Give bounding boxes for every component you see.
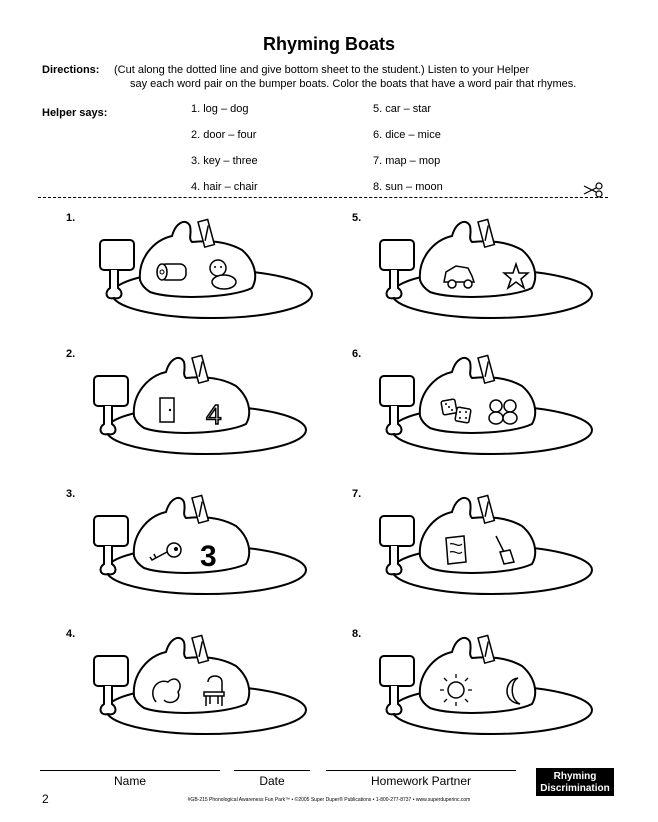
boat-number-8: 8. — [352, 628, 362, 640]
boat-number-6: 6. — [352, 348, 362, 360]
name-label: Name — [113, 774, 146, 788]
name-line[interactable] — [40, 770, 220, 771]
word-pair-1: 1. log – dog — [191, 103, 249, 115]
three-icon: 3 — [200, 540, 217, 573]
mop-icon — [495, 535, 515, 565]
word-pair-2: 2. door – four — [191, 129, 257, 141]
boat-number-1: 1. — [66, 212, 76, 224]
dog-icon — [209, 259, 237, 290]
moon-icon — [506, 677, 521, 705]
star-icon — [501, 261, 531, 291]
partner-line[interactable] — [326, 770, 516, 771]
sun-icon — [440, 674, 472, 706]
bumper-boat-8[interactable] — [372, 630, 604, 738]
dice-icon — [440, 398, 472, 424]
bumper-boat-6[interactable] — [372, 350, 604, 458]
map-icon — [445, 535, 467, 565]
directions-label: Directions: — [42, 64, 100, 76]
word-pair-8: 8. sun – moon — [373, 181, 443, 193]
car-icon — [443, 265, 476, 289]
bumper-boat-1[interactable] — [92, 214, 324, 322]
chair-icon — [203, 675, 225, 706]
boat-number-5: 5. — [352, 212, 362, 224]
word-pair-7: 7. map – mop — [373, 155, 441, 167]
bumper-boat-4[interactable] — [86, 630, 318, 738]
date-line[interactable] — [234, 770, 310, 771]
boat-number-7: 7. — [352, 488, 362, 500]
badge-line1: Rhyming — [553, 771, 597, 782]
page-number: 2 — [42, 792, 49, 806]
key-icon — [149, 542, 182, 561]
boat-number-4: 4. — [66, 628, 76, 640]
bumper-boat-2[interactable]: 4 — [86, 350, 318, 458]
badge-line2: Discrimination — [540, 783, 610, 794]
directions-text-line2: say each word pair on the bumper boats. … — [130, 78, 577, 90]
bumper-boat-3[interactable]: 3 — [86, 490, 318, 598]
boat-number-3: 3. — [66, 488, 76, 500]
word-pair-6: 6. dice – mice — [373, 129, 441, 141]
hair-icon — [152, 678, 181, 704]
word-pair-3: 3. key – three — [191, 155, 258, 167]
bumper-boat-5[interactable] — [372, 214, 604, 322]
door-icon — [159, 397, 175, 423]
page-title: Rhyming Boats — [262, 34, 395, 54]
bumper-boat-7[interactable] — [372, 490, 604, 598]
footer-credits: #GB-215 Phonological Awareness Fun Park™… — [187, 797, 471, 803]
dotted-cut-line — [38, 197, 608, 198]
rhyming-discrimination-badge: Rhyming Discrimination — [536, 768, 614, 796]
word-pair-4: 4. hair – chair — [191, 181, 258, 193]
partner-label: Homework Partner — [370, 774, 472, 788]
directions-text-line1: (Cut along the dotted line and give bott… — [114, 64, 530, 76]
mice-icon — [488, 399, 518, 425]
helper-says-label: Helper says: — [42, 107, 108, 119]
scissors-icon — [582, 181, 606, 204]
boat-number-2: 2. — [66, 348, 76, 360]
log-icon — [156, 263, 187, 281]
four-icon: 4 — [206, 399, 222, 430]
date-label: Date — [259, 774, 285, 788]
word-pair-5: 5. car – star — [373, 103, 432, 115]
